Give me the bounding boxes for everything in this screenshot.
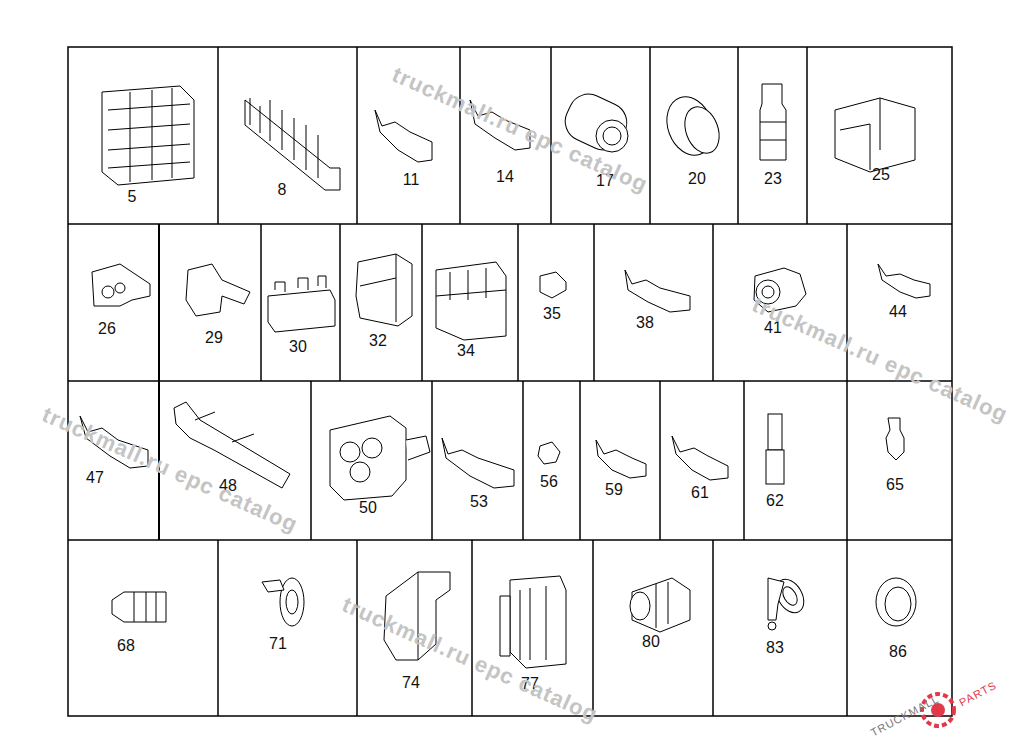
callout-number: 29 xyxy=(205,330,223,346)
callout-number: 14 xyxy=(496,169,514,185)
callout-number: 5 xyxy=(128,189,137,205)
callout-number: 56 xyxy=(540,474,558,490)
callout-number: 59 xyxy=(605,482,623,498)
callout-number: 8 xyxy=(278,182,287,198)
callout-number: 11 xyxy=(403,172,420,188)
callout-number: 38 xyxy=(636,315,654,331)
callout-number: 20 xyxy=(688,171,706,187)
callout-number: 68 xyxy=(117,638,135,654)
callout-number: 23 xyxy=(764,171,782,187)
callout-number: 86 xyxy=(889,644,907,660)
callout-number: 62 xyxy=(766,493,784,509)
callout-number: 74 xyxy=(402,675,420,691)
callout-number: 30 xyxy=(289,339,307,355)
callout-number: 50 xyxy=(359,500,377,516)
callout-number: 80 xyxy=(642,634,660,650)
callout-number: 32 xyxy=(369,333,387,349)
callout-number: 83 xyxy=(766,640,784,656)
callout-number: 47 xyxy=(86,470,104,486)
logo-text: PARTS xyxy=(957,680,998,709)
callout-number: 61 xyxy=(691,485,709,501)
callout-number: 53 xyxy=(470,494,488,510)
callout-number: 65 xyxy=(886,477,904,493)
watermark: truckmall.ru epc catalog xyxy=(749,294,1011,427)
callout-number: 44 xyxy=(889,304,907,320)
callout-number: 25 xyxy=(872,167,890,183)
callout-number: 71 xyxy=(269,636,287,652)
callout-number: 34 xyxy=(457,343,475,359)
callout-number: 26 xyxy=(98,321,116,337)
callout-number: 35 xyxy=(543,306,561,322)
